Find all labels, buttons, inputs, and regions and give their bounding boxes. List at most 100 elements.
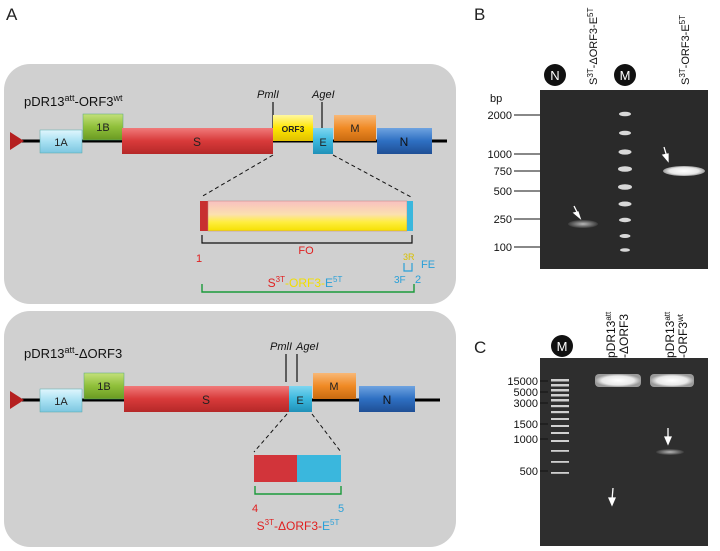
gel-c-ladder-15000: 15000 — [507, 376, 538, 388]
gel-c-lane2-label: pDR13att-ORF3wt — [663, 311, 690, 358]
fragment-orf3-body-wt — [207, 200, 408, 232]
gene-n-label-del: N — [383, 393, 392, 407]
gel-b-band-deletion — [568, 220, 598, 228]
agei-site-label-del: AgeI — [295, 341, 319, 353]
primer-number-2: 2 — [415, 274, 421, 286]
pcr-product-line-wt — [201, 284, 415, 293]
primer-fe-label: FE — [421, 259, 435, 271]
gel-c-ladder-5000: 5000 — [514, 387, 538, 399]
gene-1a-label-del: 1A — [54, 396, 68, 408]
gel-c-marker-bands — [551, 379, 569, 474]
primer-number-5: 5 — [338, 503, 344, 515]
gene-1b-label-wt: 1B — [96, 122, 109, 134]
gene-1b-del — [83, 372, 125, 400]
fragment-label-wt: S3T-ORF3-E5T — [268, 275, 343, 290]
promoter-arrow-icon-wt — [10, 132, 24, 150]
gel-b-ladder-labels: 2000 1000 750 500 250 100 — [488, 110, 512, 254]
pmli-site-label-del: PmlI — [270, 341, 292, 353]
panel-label-c: C — [474, 338, 486, 357]
zoom-line-right-del — [311, 413, 342, 453]
gel-c-ladder-3000: 3000 — [514, 398, 538, 410]
gene-m-label-del: M — [329, 381, 338, 393]
gene-e-label-del: E — [296, 395, 303, 407]
gene-n-wt — [377, 128, 432, 154]
gene-1b-wt — [82, 113, 124, 141]
gene-orf3-label-wt: ORF3 — [282, 124, 305, 134]
gel-c-band-wt-plasmid — [650, 374, 694, 387]
gel-b-ladder-2000: 2000 — [488, 110, 512, 122]
fragment-s-part-del — [254, 455, 297, 482]
gel-b-lane-m-label: M — [620, 68, 631, 83]
construct-wt-title: pDR13att-ORF3wt — [24, 93, 123, 109]
construct-del-title: pDR13att-ΔORF3 — [24, 345, 122, 361]
gene-s-label-wt: S — [193, 135, 201, 149]
gel-c-ladder-500: 500 — [520, 466, 538, 478]
gel-b-ladder-750: 750 — [494, 166, 512, 178]
gel-b-lane-n-badge — [544, 64, 566, 86]
panel-label-a: A — [6, 5, 18, 24]
gel-c-ladder-1500: 1500 — [514, 419, 538, 431]
gene-n-del — [359, 386, 415, 412]
gel-c-band-wt-insert — [656, 449, 684, 455]
gel-b-lane1-label: S3T-ΔORF3-E5T — [586, 8, 600, 85]
gel-c-lane-m-label: M — [557, 339, 568, 354]
gel-b-lane2-label: S3T-ORF3-E5T — [678, 15, 692, 85]
gel-b-ladder-250: 250 — [494, 214, 512, 226]
gel-c-band-deletion-plasmid — [595, 374, 641, 387]
primer-3f-label: 3F — [394, 275, 406, 286]
gel-b-band-wt — [663, 166, 705, 176]
primer-number-4: 4 — [252, 503, 258, 515]
primer-3r-label: 3R — [403, 252, 415, 262]
primer-number-1: 1 — [196, 253, 202, 265]
gel-b-arrow-deletion — [572, 205, 582, 220]
construct-del-background — [4, 311, 456, 547]
gel-c-arrow-deletion — [608, 487, 616, 507]
gene-1a-wt — [39, 129, 83, 154]
zoom-line-left-del — [253, 413, 288, 453]
primer-fo-label: FO — [298, 245, 314, 257]
gene-m-wt — [334, 115, 376, 141]
gene-1a-label-wt: 1A — [54, 137, 68, 149]
gene-1b-label-del: 1B — [97, 381, 110, 393]
fragment-e-end-wt — [407, 201, 413, 231]
gel-b-lane-m-badge — [614, 64, 636, 86]
gene-orf3-wt — [273, 115, 313, 141]
gel-b-lane-n-label: N — [550, 68, 559, 83]
gel-c-arrow-wt — [664, 428, 672, 446]
gene-e-label-wt: E — [319, 137, 326, 149]
gel-b-bp-label: bp — [490, 93, 502, 105]
gel-b-ladder-1000: 1000 — [488, 149, 512, 161]
gel-b-ladder-100: 100 — [494, 242, 512, 254]
gel-b-arrow-wt — [661, 146, 669, 163]
primer-fo-bracket — [201, 235, 413, 244]
gel-c-lane-m-badge — [551, 335, 573, 357]
pmli-site-label-wt: PmlI — [257, 89, 279, 101]
gene-1a-del — [39, 388, 83, 413]
promoter-arrow-icon-del — [10, 391, 24, 409]
gel-c-lane1-label: pDR13att-ΔORF3 — [604, 311, 631, 358]
gel-b-image — [540, 90, 708, 269]
zoom-line-right-wt — [332, 154, 412, 198]
gel-b-ladder-ticks — [514, 114, 540, 248]
gene-m-label-wt: M — [350, 123, 359, 135]
gene-e-wt — [313, 128, 333, 154]
gene-e-del — [289, 386, 312, 412]
fragment-label-del: S3T-ΔORF3-E5T — [257, 518, 340, 533]
fragment-s-end-wt — [200, 201, 208, 231]
gel-c-ladder-1000: 1000 — [514, 434, 538, 446]
panel-label-b: B — [474, 5, 485, 24]
agei-site-label-wt: AgeI — [311, 89, 335, 101]
gene-m-del — [313, 373, 356, 399]
gel-c-ladder-ticks — [540, 380, 548, 472]
gel-b-marker-bands — [618, 111, 632, 252]
gene-s-label-del: S — [202, 393, 210, 407]
gene-s-del — [124, 386, 289, 412]
gel-b-ladder-500: 500 — [494, 186, 512, 198]
gel-c-ladder-labels: 15000 5000 3000 1500 1000 500 — [507, 376, 538, 478]
gene-n-label-wt: N — [400, 135, 409, 149]
primer-fe-bracket — [403, 263, 413, 272]
fragment-e-part-del — [297, 455, 341, 482]
pcr-product-line-del — [254, 486, 342, 495]
gene-s-wt — [122, 128, 273, 154]
